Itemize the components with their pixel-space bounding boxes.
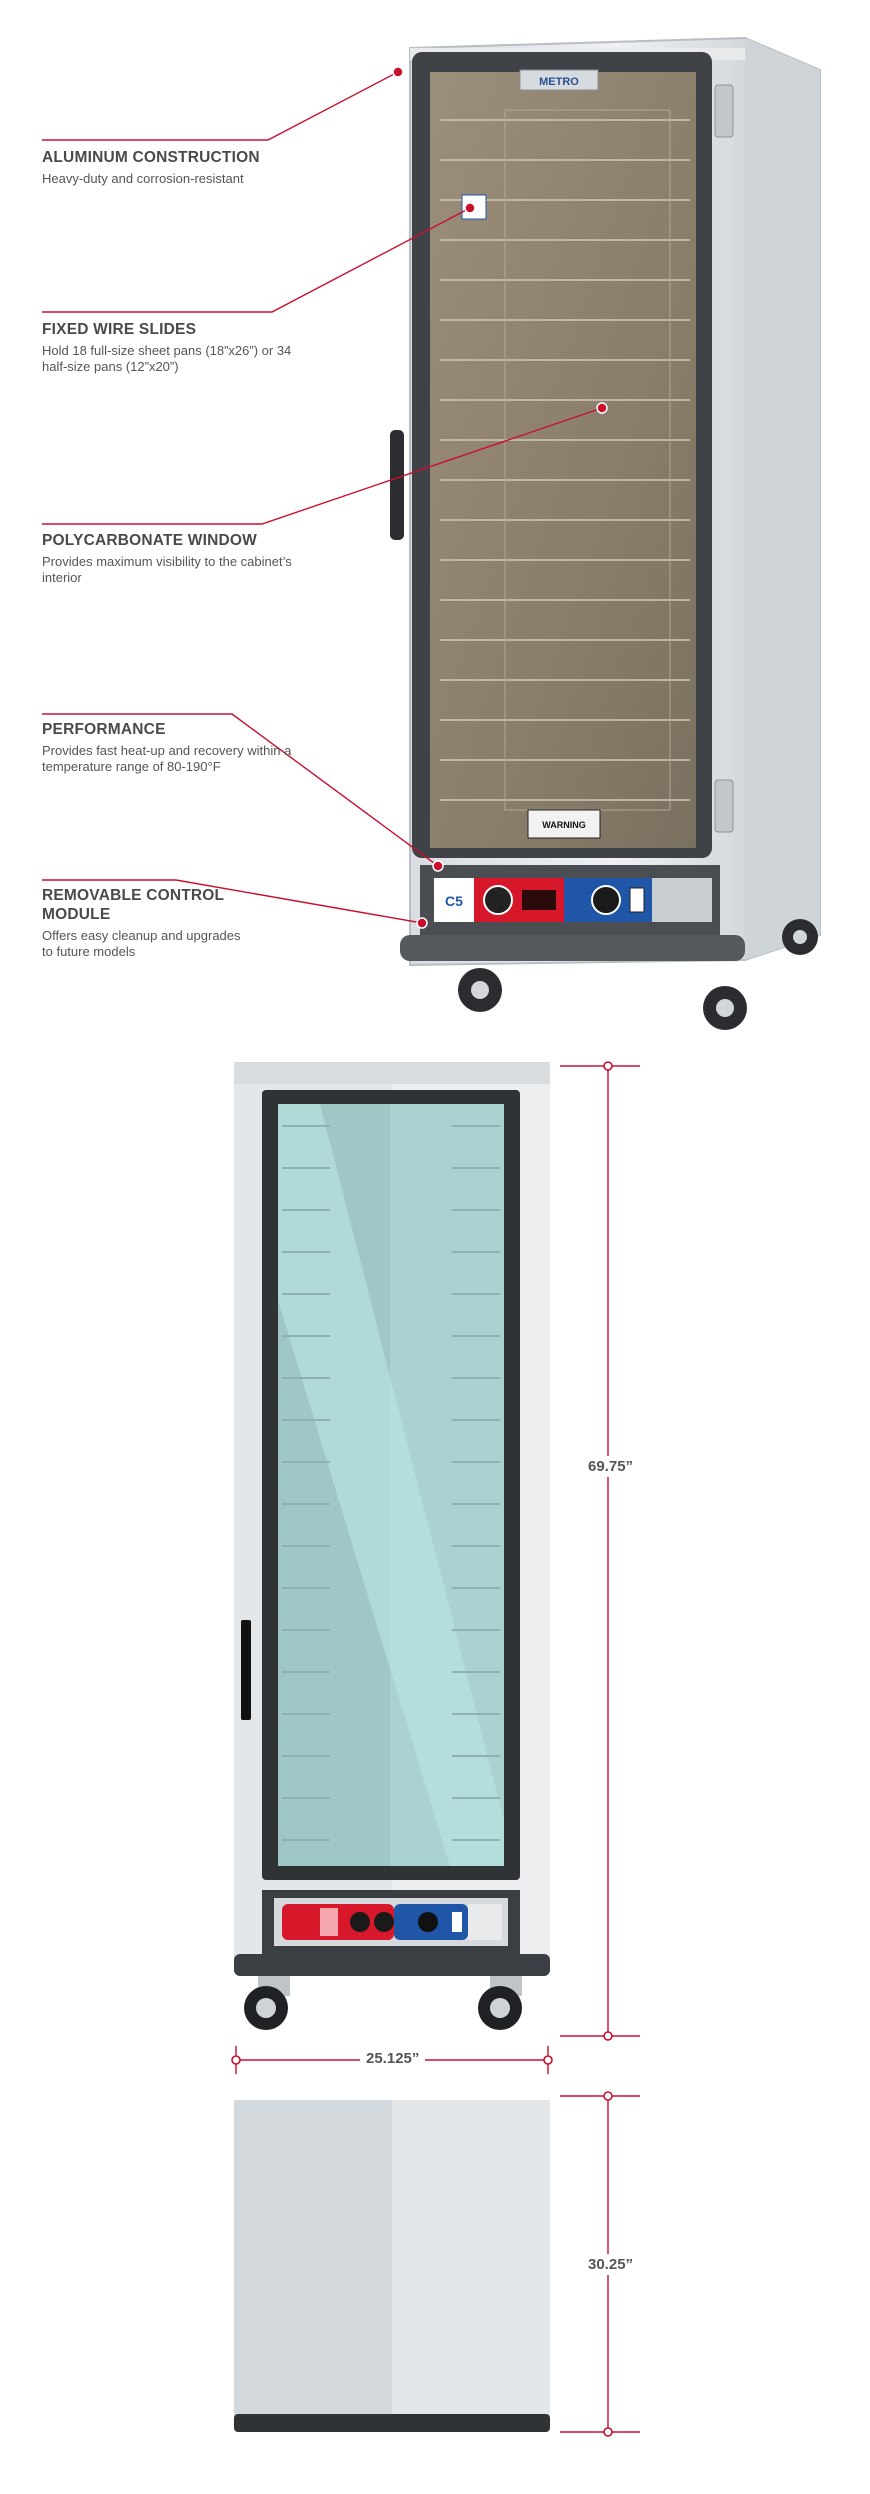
width-value: 25.125” <box>366 2050 420 2067</box>
feature-desc: Provides fast heat-up and recovery withi… <box>42 743 292 774</box>
front-view-slides <box>282 1125 500 1841</box>
top-plate-label: METRO <box>539 76 579 88</box>
callout-lines <box>42 71 603 924</box>
feature-performance: PERFORMANCE Provides fast heat-up and re… <box>42 720 302 775</box>
feature-desc: Offers easy cleanup and upgrades to futu… <box>42 928 241 959</box>
callout-dots <box>392 66 608 929</box>
bumper <box>400 935 745 961</box>
control-module <box>420 865 720 935</box>
casters <box>458 919 818 1030</box>
door-handle[interactable] <box>390 430 404 540</box>
front-view-handle <box>241 1620 251 1720</box>
depth-dimension-label: 30.25” <box>588 2254 634 2275</box>
height-dimension-label: 69.75” <box>588 1456 634 1477</box>
feature-desc: Hold 18 full-size sheet pans (18”x26”) o… <box>42 343 292 374</box>
top-view <box>234 2100 550 2432</box>
humidity-knob[interactable] <box>591 885 621 915</box>
feature-desc: Provides maximum visibility to the cabin… <box>42 554 292 585</box>
front-view <box>234 1062 550 1972</box>
top-plate <box>519 69 599 91</box>
feature-title: FIXED WIRE SLIDES <box>42 321 197 338</box>
feature-aluminum: ALUMINUM CONSTRUCTION Heavy-duty and cor… <box>42 148 302 187</box>
feature-control-module: REMOVABLE CONTROL MODULE Offers easy cle… <box>42 886 242 960</box>
dimension-dots <box>231 1061 613 2437</box>
power-switch[interactable] <box>629 887 645 913</box>
door-frame <box>412 52 712 858</box>
temp-display <box>522 890 556 910</box>
feature-wire-slides: FIXED WIRE SLIDES Hold 18 full-size shee… <box>42 320 302 375</box>
wire-slides <box>440 119 690 801</box>
front-view-casters <box>244 1976 522 2030</box>
dimension-lines <box>235 1065 640 2433</box>
control-brand-badge: C5 <box>445 893 463 909</box>
feature-title: REMOVABLE CONTROL MODULE <box>42 887 224 923</box>
feature-title: PERFORMANCE <box>42 721 166 738</box>
width-dimension-label: 25.125” <box>360 2050 426 2067</box>
front-view-control-panel <box>262 1890 520 1954</box>
depth-value: 30.25” <box>588 2256 634 2273</box>
feature-title: POLYCARBONATE WINDOW <box>42 532 257 549</box>
bottom-hinge <box>714 779 734 833</box>
front-view-bumper <box>234 1954 550 1976</box>
feature-title: ALUMINUM CONSTRUCTION <box>42 149 260 166</box>
warning-sticker <box>527 809 601 839</box>
feature-desc: Heavy-duty and corrosion-resistant <box>42 171 244 186</box>
top-hinge <box>714 84 734 138</box>
warning-sticker-label: WARNING <box>542 820 586 830</box>
heat-knob[interactable] <box>483 885 513 915</box>
height-value: 69.75” <box>588 1458 634 1475</box>
feature-window: POLYCARBONATE WINDOW Provides maximum vi… <box>42 531 302 586</box>
product-photo: METRO WARNING C5 <box>42 36 821 1030</box>
